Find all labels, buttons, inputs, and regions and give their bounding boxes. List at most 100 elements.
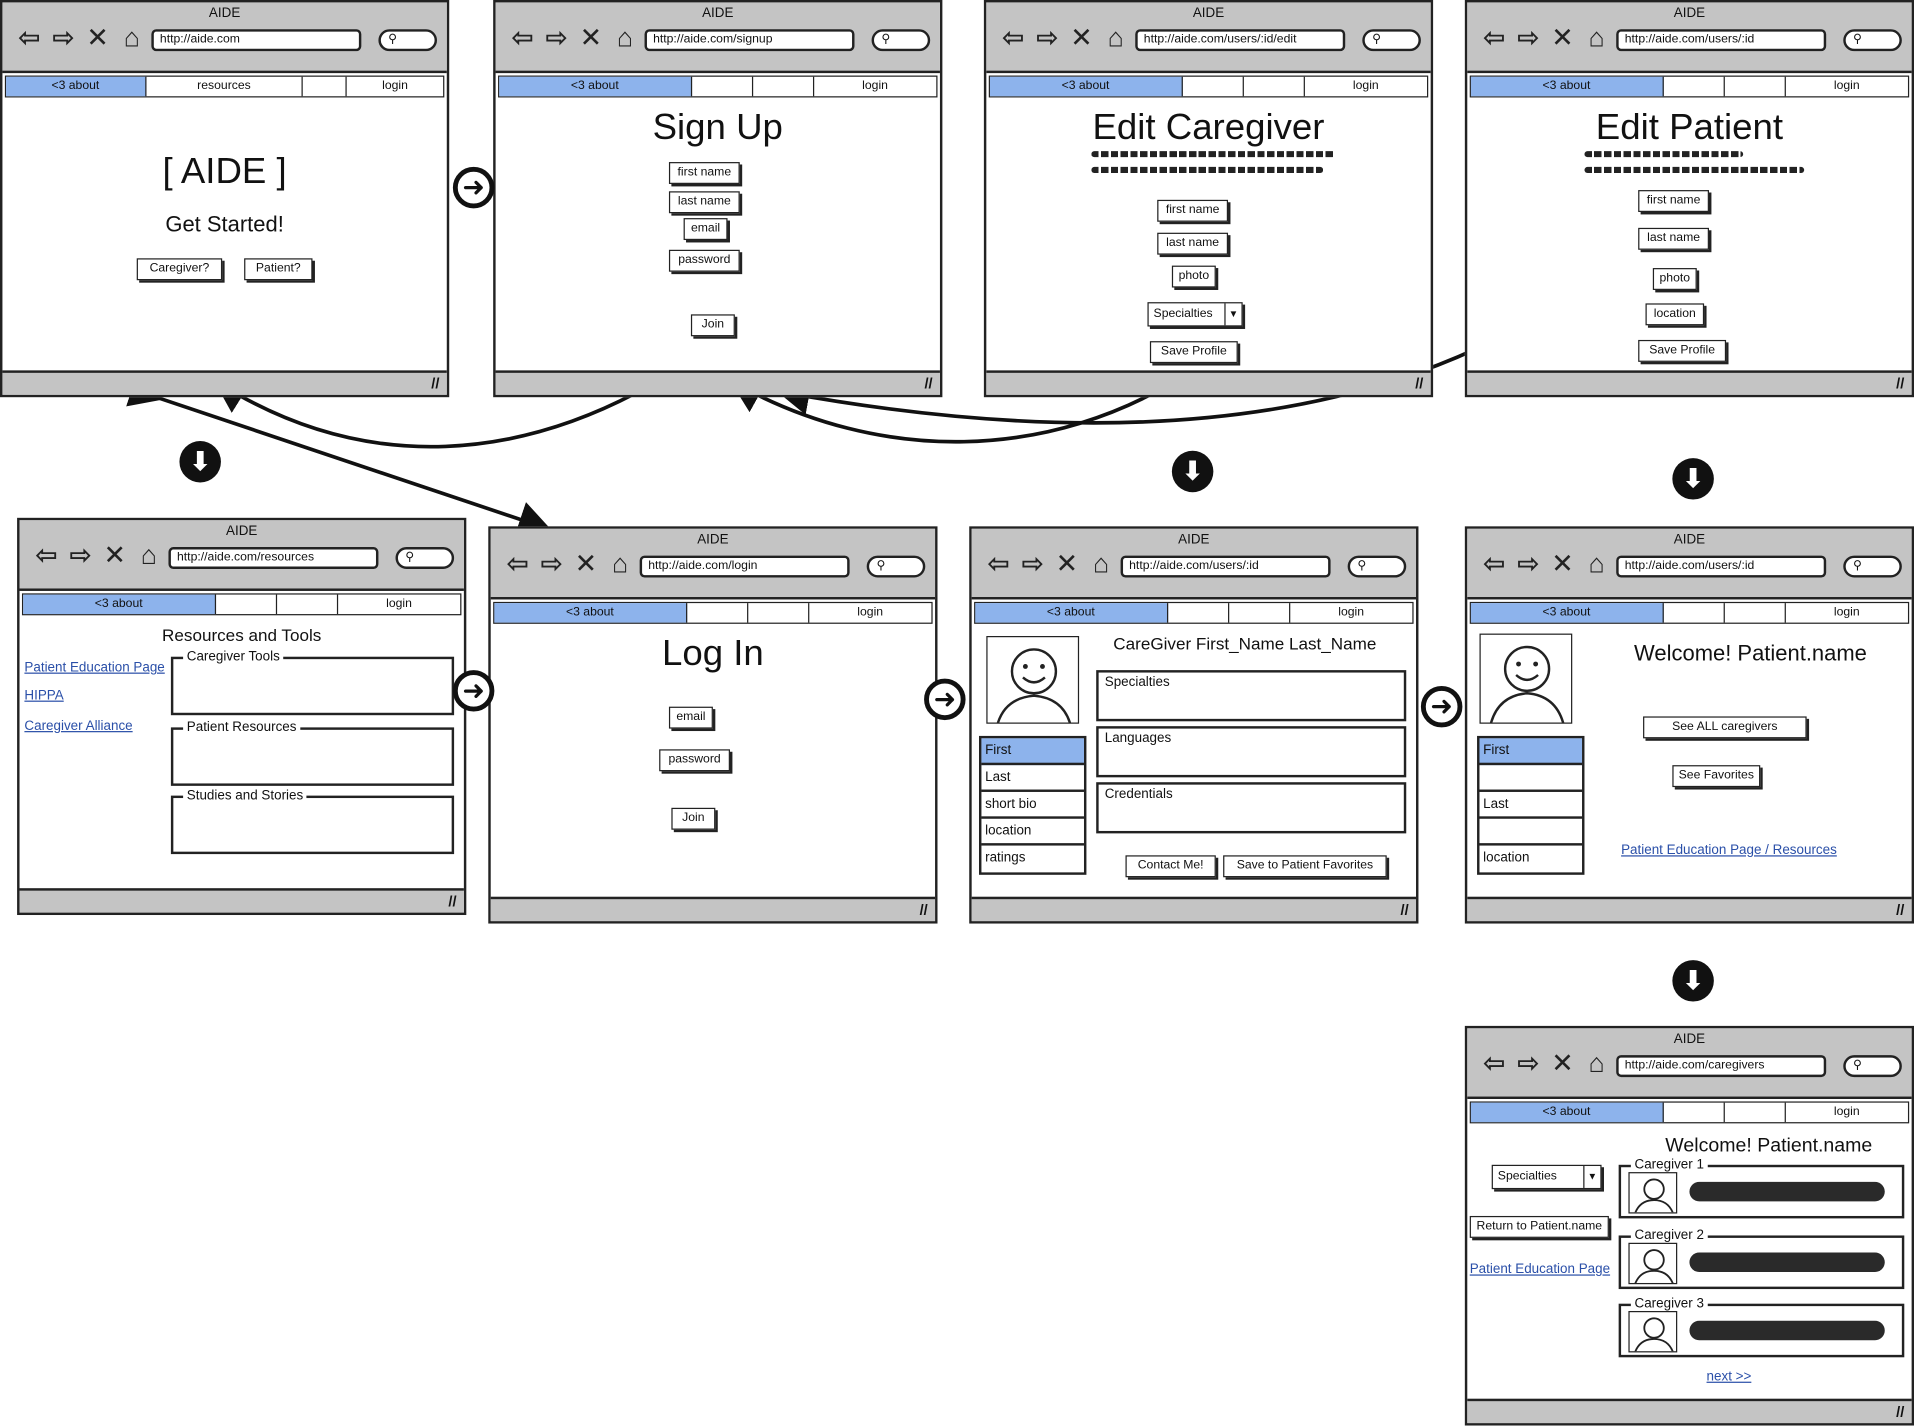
see-favorites-button[interactable]: See Favorites: [1672, 765, 1761, 788]
last-name-field[interactable]: last name: [668, 191, 740, 214]
tab-empty[interactable]: [303, 76, 347, 97]
list-item[interactable]: location: [981, 819, 1084, 846]
caregiver-button[interactable]: Caregiver?: [136, 258, 223, 281]
home-icon[interactable]: ⌂: [1588, 21, 1605, 53]
save-profile-button[interactable]: Save Profile: [1149, 341, 1238, 364]
tab-empty[interactable]: [1229, 603, 1290, 623]
resize-grip-icon[interactable]: //: [1896, 375, 1905, 393]
tab-about[interactable]: <3 about: [1470, 603, 1664, 623]
forward-icon[interactable]: ⇨: [1036, 21, 1059, 53]
tab-about[interactable]: <3 about: [494, 603, 687, 623]
back-icon[interactable]: ⇦: [506, 548, 529, 579]
tab-empty[interactable]: [1663, 76, 1725, 97]
tab-empty[interactable]: [1663, 603, 1725, 623]
forward-icon[interactable]: ⇨: [1517, 1047, 1540, 1079]
url-input[interactable]: http://aide.com/signup: [644, 29, 855, 52]
url-input[interactable]: http://aide.com/users/:id: [1616, 555, 1827, 578]
search-input[interactable]: ⚲: [1843, 29, 1902, 52]
caregiver-alliance-link[interactable]: Caregiver Alliance: [24, 718, 133, 734]
search-input[interactable]: ⚲: [1843, 1055, 1902, 1078]
tab-empty[interactable]: [1182, 76, 1244, 97]
list-item[interactable]: short bio: [981, 792, 1084, 819]
home-icon[interactable]: ⌂: [1092, 548, 1110, 579]
forward-icon[interactable]: ⇨: [1517, 548, 1540, 579]
list-item[interactable]: First: [1479, 738, 1583, 766]
tab-login[interactable]: login: [857, 605, 884, 619]
search-input[interactable]: ⚲: [871, 29, 931, 52]
list-item[interactable]: [1479, 765, 1583, 792]
caregiver-card[interactable]: Caregiver 1: [1618, 1157, 1905, 1219]
tab-empty[interactable]: [1168, 603, 1229, 623]
forward-icon[interactable]: ⇨: [545, 21, 568, 53]
stop-icon[interactable]: ✕: [1551, 1047, 1574, 1079]
tab-about[interactable]: <3 about: [499, 76, 692, 97]
tab-login[interactable]: login: [382, 79, 408, 93]
back-icon[interactable]: ⇦: [1482, 1047, 1506, 1079]
search-input[interactable]: ⚲: [1843, 555, 1902, 578]
next-page-link[interactable]: next >>: [1706, 1369, 1752, 1385]
email-field[interactable]: email: [683, 218, 728, 241]
forward-icon[interactable]: ⇨: [1517, 21, 1540, 53]
first-name-field[interactable]: first name: [1638, 190, 1709, 213]
tab-about[interactable]: <3 about: [1470, 1102, 1664, 1123]
forward-icon[interactable]: ⇨: [69, 539, 92, 571]
join-button[interactable]: Join: [671, 807, 716, 830]
tab-about[interactable]: <3 about: [989, 76, 1183, 97]
patient-education-link[interactable]: Patient Education Page / Resources: [1621, 843, 1837, 858]
tab-about[interactable]: <3 about: [1470, 76, 1664, 97]
tab-login[interactable]: login: [1352, 79, 1379, 93]
url-input[interactable]: http://aide.com/users/:id: [1616, 29, 1827, 52]
caregiver-card[interactable]: Caregiver 3: [1618, 1296, 1905, 1358]
tab-login[interactable]: login: [1833, 79, 1860, 93]
home-icon[interactable]: ⌂: [140, 539, 158, 571]
tab-about[interactable]: <3 about: [23, 594, 216, 615]
resize-grip-icon[interactable]: //: [1400, 901, 1409, 919]
home-icon[interactable]: ⌂: [123, 21, 140, 53]
tab-empty[interactable]: [748, 603, 809, 623]
tab-login[interactable]: login: [1833, 605, 1860, 619]
tab-empty[interactable]: [753, 76, 814, 97]
tab-empty[interactable]: [692, 76, 753, 97]
tab-login[interactable]: login: [386, 597, 412, 611]
patient-education-link[interactable]: Patient Education Page: [1469, 1262, 1611, 1277]
patient-button[interactable]: Patient?: [244, 258, 313, 281]
list-item[interactable]: location: [1483, 850, 1530, 866]
first-name-field[interactable]: first name: [1157, 199, 1229, 222]
tab-empty[interactable]: [1663, 1102, 1725, 1123]
save-profile-button[interactable]: Save Profile: [1638, 339, 1727, 362]
back-icon[interactable]: ⇦: [35, 539, 58, 571]
stop-icon[interactable]: ✕: [579, 21, 603, 53]
tab-resources[interactable]: resources: [146, 76, 304, 97]
caregiver-card[interactable]: Caregiver 2: [1618, 1228, 1905, 1290]
url-input[interactable]: http://aide.com/login: [639, 555, 850, 578]
list-item[interactable]: First: [981, 738, 1084, 766]
home-icon[interactable]: ⌂: [616, 21, 634, 53]
tab-login[interactable]: login: [1833, 1105, 1860, 1119]
patient-education-link[interactable]: Patient Education Page: [24, 660, 165, 675]
resize-grip-icon[interactable]: //: [1415, 375, 1424, 393]
tab-empty[interactable]: [277, 594, 338, 615]
location-field[interactable]: location: [1645, 303, 1705, 326]
home-icon[interactable]: ⌂: [1588, 1047, 1605, 1079]
stop-icon[interactable]: ✕: [1055, 548, 1079, 579]
forward-icon[interactable]: ⇨: [540, 548, 564, 579]
password-field[interactable]: password: [668, 249, 740, 272]
search-input[interactable]: ⚲: [1362, 29, 1421, 52]
photo-field[interactable]: photo: [1171, 265, 1216, 288]
return-to-patient-button[interactable]: Return to Patient.name: [1469, 1215, 1609, 1238]
resize-grip-icon[interactable]: //: [924, 375, 933, 393]
home-icon[interactable]: ⌂: [611, 548, 629, 579]
resize-grip-icon[interactable]: //: [1896, 1403, 1905, 1421]
tab-login[interactable]: login: [1338, 605, 1365, 619]
last-name-field[interactable]: last name: [1157, 232, 1229, 255]
list-item[interactable]: ratings: [985, 850, 1026, 866]
search-input[interactable]: ⚲: [1347, 555, 1407, 578]
back-icon[interactable]: ⇦: [1482, 21, 1506, 53]
tab-about[interactable]: <3 about: [975, 603, 1168, 623]
forward-icon[interactable]: ⇨: [52, 21, 75, 53]
search-input[interactable]: ⚲: [395, 547, 455, 569]
stop-icon[interactable]: ✕: [1551, 548, 1574, 579]
join-button[interactable]: Join: [690, 314, 735, 337]
resize-grip-icon[interactable]: //: [431, 375, 440, 393]
url-input[interactable]: http://aide.com/users/:id/edit: [1135, 29, 1346, 52]
